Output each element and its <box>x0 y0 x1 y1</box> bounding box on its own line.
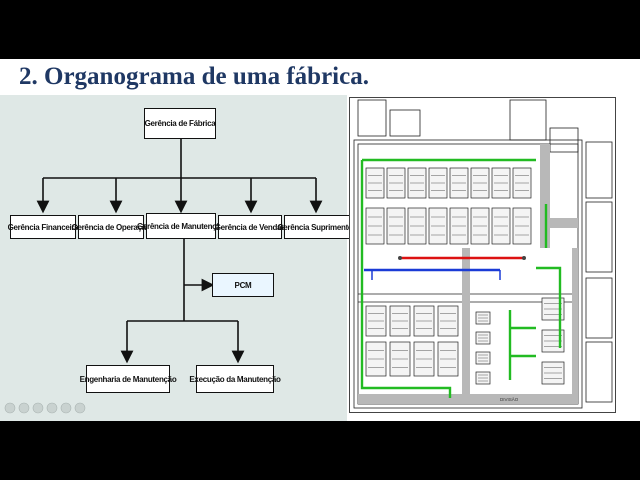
org-box-engenharia-manutencao: Engenharia de Manutenção <box>80 365 177 393</box>
org-box-gerencia-manutencao: Gerência de Manutenção <box>137 213 225 239</box>
org-box-gerencia-vendas: Gerência de Vendas <box>215 215 286 239</box>
org-connectors <box>36 139 323 364</box>
floor-plan-division-label: DIVISÃO <box>500 396 519 402</box>
org-chart-panel: Gerência de Fábrica Gerência Financeira … <box>0 95 357 421</box>
machine-row-top <box>365 167 532 245</box>
slide: 2. Organograma de uma fábrica. <box>0 59 640 421</box>
org-box-gerencia-financeira: Gerência Financeira <box>8 215 79 239</box>
floor-plan-drawing: DIVISÃO <box>353 99 613 409</box>
org-box-gerencia-operacao: Gerência de Operação <box>72 215 151 239</box>
org-box-execucao-manutencao: Execução da Manutenção <box>189 365 281 393</box>
org-box-gerencia-fabrica: Gerência de Fábrica <box>144 108 216 139</box>
slide-title: 2. Organograma de uma fábrica. <box>19 63 369 90</box>
machine-column-right <box>475 297 565 385</box>
org-box-pcm: PCM <box>212 273 274 297</box>
floor-plan-panel: DIVISÃO <box>349 97 616 413</box>
org-box-gerencia-suprimentos: Gerência Suprimentos <box>277 215 357 239</box>
machine-row-bottom <box>365 305 459 377</box>
utility-line-green <box>360 160 452 398</box>
video-bottom-bar <box>0 421 640 480</box>
player-controls[interactable] <box>2 401 102 415</box>
